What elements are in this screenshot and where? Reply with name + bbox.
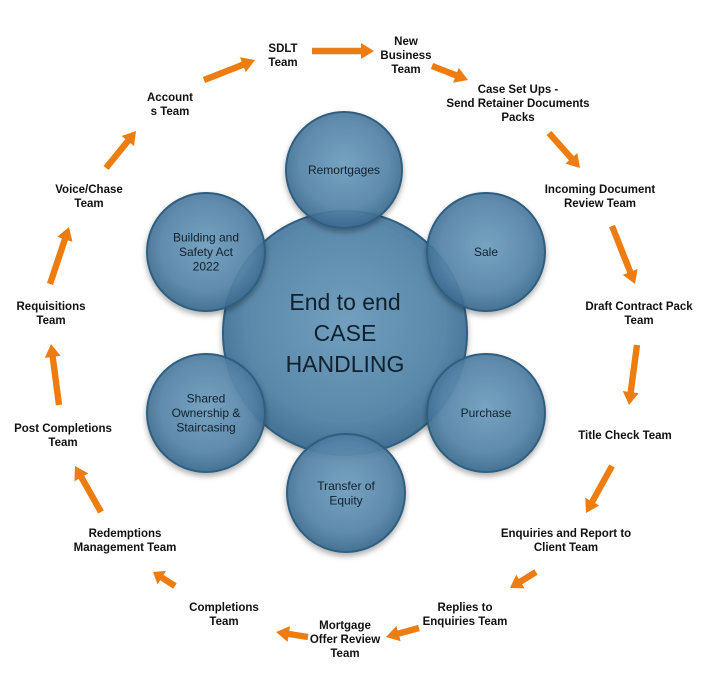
team-label-line: Mortgage (319, 620, 371, 632)
team-label-line: Business (380, 50, 432, 62)
team-label-line: Client Team (533, 542, 599, 554)
team-label-line: Team (268, 57, 298, 69)
team-label-line: SDLT (268, 43, 298, 55)
circle-sale-label: Sale (474, 245, 498, 259)
team-label-line: Team (209, 616, 239, 628)
team-label-line: Account (147, 92, 193, 104)
team-label-line: Post Completions (14, 423, 112, 435)
team-label-line: Team (330, 648, 360, 660)
cycle-arrow (103, 131, 136, 171)
cycle-arrow (202, 57, 256, 83)
cycle-arrow (44, 343, 63, 406)
cycle-arrow (312, 43, 374, 59)
team-label-line: Completions (189, 602, 259, 614)
team-accounts: Account s Team (147, 91, 193, 119)
cycle-arrow (509, 569, 538, 589)
team-label-line: Offer Review (309, 634, 381, 646)
team-label-line: Replies to (437, 602, 493, 614)
circle-transfer-of-equity-label: Equity (329, 493, 362, 507)
circle-building-safety-label: 2022 (193, 260, 220, 274)
cycle-arrow (153, 570, 177, 589)
team-label-line: Team (48, 437, 78, 449)
team-label-line: Requisitions (16, 301, 86, 313)
cycle-arrow (585, 464, 615, 514)
cycle-arrow (622, 344, 641, 406)
team-label-line: Send Retainer Documents (446, 98, 590, 110)
cycle-arrow (275, 626, 309, 642)
circle-remortgages-label: Remortgages (308, 163, 380, 177)
cycle-arrow (430, 63, 468, 83)
team-label-line: Packs (501, 112, 535, 124)
center-circle-label: CASE (314, 320, 377, 346)
team-label-line: Enquiries Team (422, 616, 508, 628)
team-label-line: Draft Contract Pack (585, 301, 693, 313)
circle-building-safety-label: Building and (173, 231, 239, 245)
team-replies-enquiries: Replies to Enquiries Team (423, 601, 508, 629)
team-label-line: Redemptions (88, 528, 162, 540)
team-label-line: Enquiries and Report to (500, 528, 632, 540)
center-circle-label: End to end (289, 289, 400, 315)
circle-shared-ownership-label: Staircasing (176, 421, 235, 435)
team-label-line: Team (391, 64, 421, 76)
team-label-line: Voice/Chase (55, 184, 123, 196)
cycle-arrow (609, 224, 638, 284)
cycle-arrow (46, 226, 73, 286)
circle-remortgages: Remortgages (285, 111, 403, 229)
cycle-arrows (44, 43, 641, 642)
team-label-line: Case Set Ups - (477, 84, 559, 96)
circle-sale: Sale (426, 192, 546, 312)
team-label-line: s Team (150, 106, 190, 118)
team-sdlt: SDLT Team (268, 42, 297, 70)
team-label-line: Team (36, 315, 66, 327)
circle-purchase-label: Purchase (461, 406, 512, 420)
circle-purchase: Purchase (426, 353, 546, 473)
circle-transfer-of-equity-label: Transfer of (317, 479, 375, 493)
team-label-line: New (394, 36, 418, 48)
team-label-line: Incoming Document (544, 184, 656, 196)
center-circle-label: HANDLING (286, 351, 405, 377)
team-label-line: Review Team (563, 198, 636, 210)
team-enquiries-report: Enquiries and Report to Client Team (501, 527, 631, 555)
circle-shared-ownership-label: Shared (187, 392, 226, 406)
circle-building-safety-label: Safety Act (179, 245, 234, 259)
team-label-line: Management Team (73, 542, 177, 554)
team-label-line: Team (624, 315, 654, 327)
cycle-arrow (385, 624, 420, 642)
cycle-arrow (74, 465, 104, 514)
team-label-line: Title Check Team (578, 430, 672, 442)
cycle-arrow (546, 130, 581, 169)
circle-shared-ownership-label: Ownership & (172, 406, 241, 420)
team-label-line: Team (74, 198, 104, 210)
team-title-check: Title Check Team (578, 429, 672, 443)
